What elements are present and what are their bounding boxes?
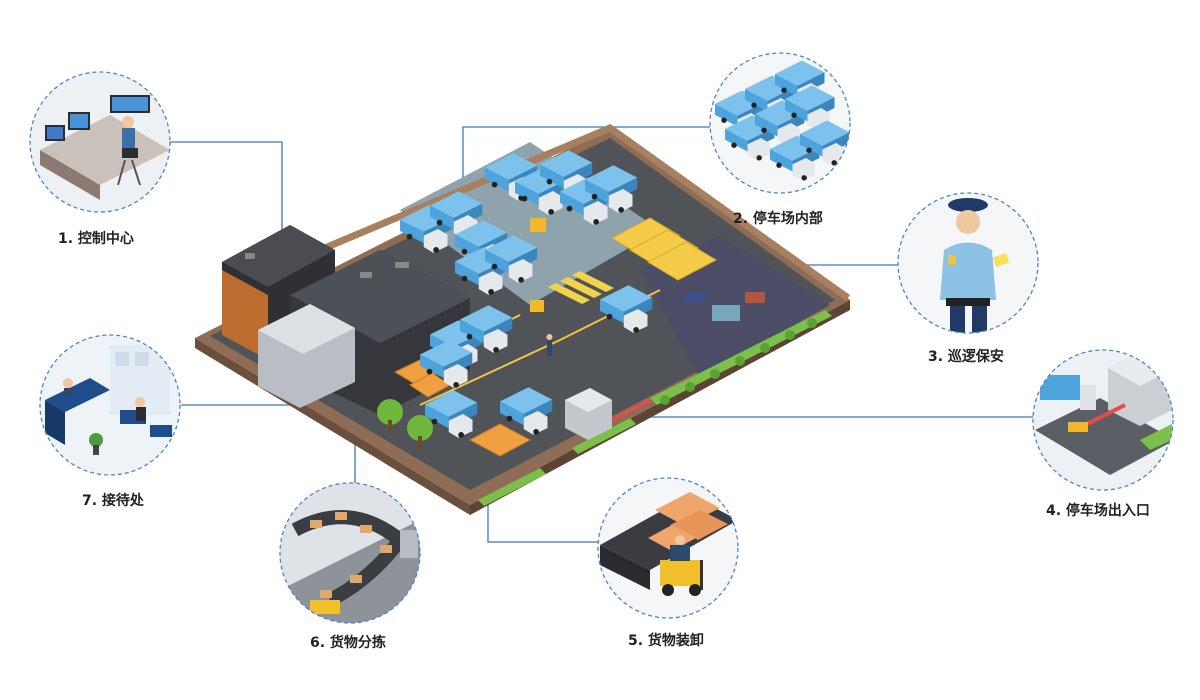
node-control <box>29 71 171 213</box>
truck <box>420 340 473 388</box>
control-room-icon <box>30 72 170 212</box>
label-reception: 7. 接待处 <box>82 493 144 509</box>
label-control: 1. 控制中心 <box>58 231 134 247</box>
label-loading: 5. 货物装卸 <box>628 633 704 649</box>
label-parking-inner: 2. 停车场内部 <box>733 211 823 227</box>
node-patrol <box>897 192 1039 334</box>
forklift-icon <box>598 478 738 618</box>
node-sorting <box>279 482 421 624</box>
reception-desk-icon <box>40 335 180 475</box>
label-gate: 4. 停车场出入口 <box>1046 503 1150 519</box>
truck <box>770 135 820 181</box>
truck <box>585 165 638 213</box>
conveyor-icon <box>280 483 420 623</box>
security-guard-icon <box>898 193 1038 333</box>
node-loading <box>597 477 739 619</box>
truck <box>485 235 538 283</box>
truck <box>425 390 478 438</box>
truck <box>600 285 653 333</box>
node-parking-inner <box>709 52 851 194</box>
truck <box>785 85 835 131</box>
connector-control <box>170 141 283 272</box>
node-reception <box>39 334 181 476</box>
truck <box>500 387 553 435</box>
node-gate <box>1032 349 1174 491</box>
label-patrol: 3. 巡逻保安 <box>928 349 1004 365</box>
truck-fleet <box>400 150 653 438</box>
truck <box>460 305 513 353</box>
barrier-gate-icon <box>1033 350 1173 490</box>
label-sorting: 6. 货物分拣 <box>310 635 386 651</box>
logistics-park <box>195 124 851 515</box>
